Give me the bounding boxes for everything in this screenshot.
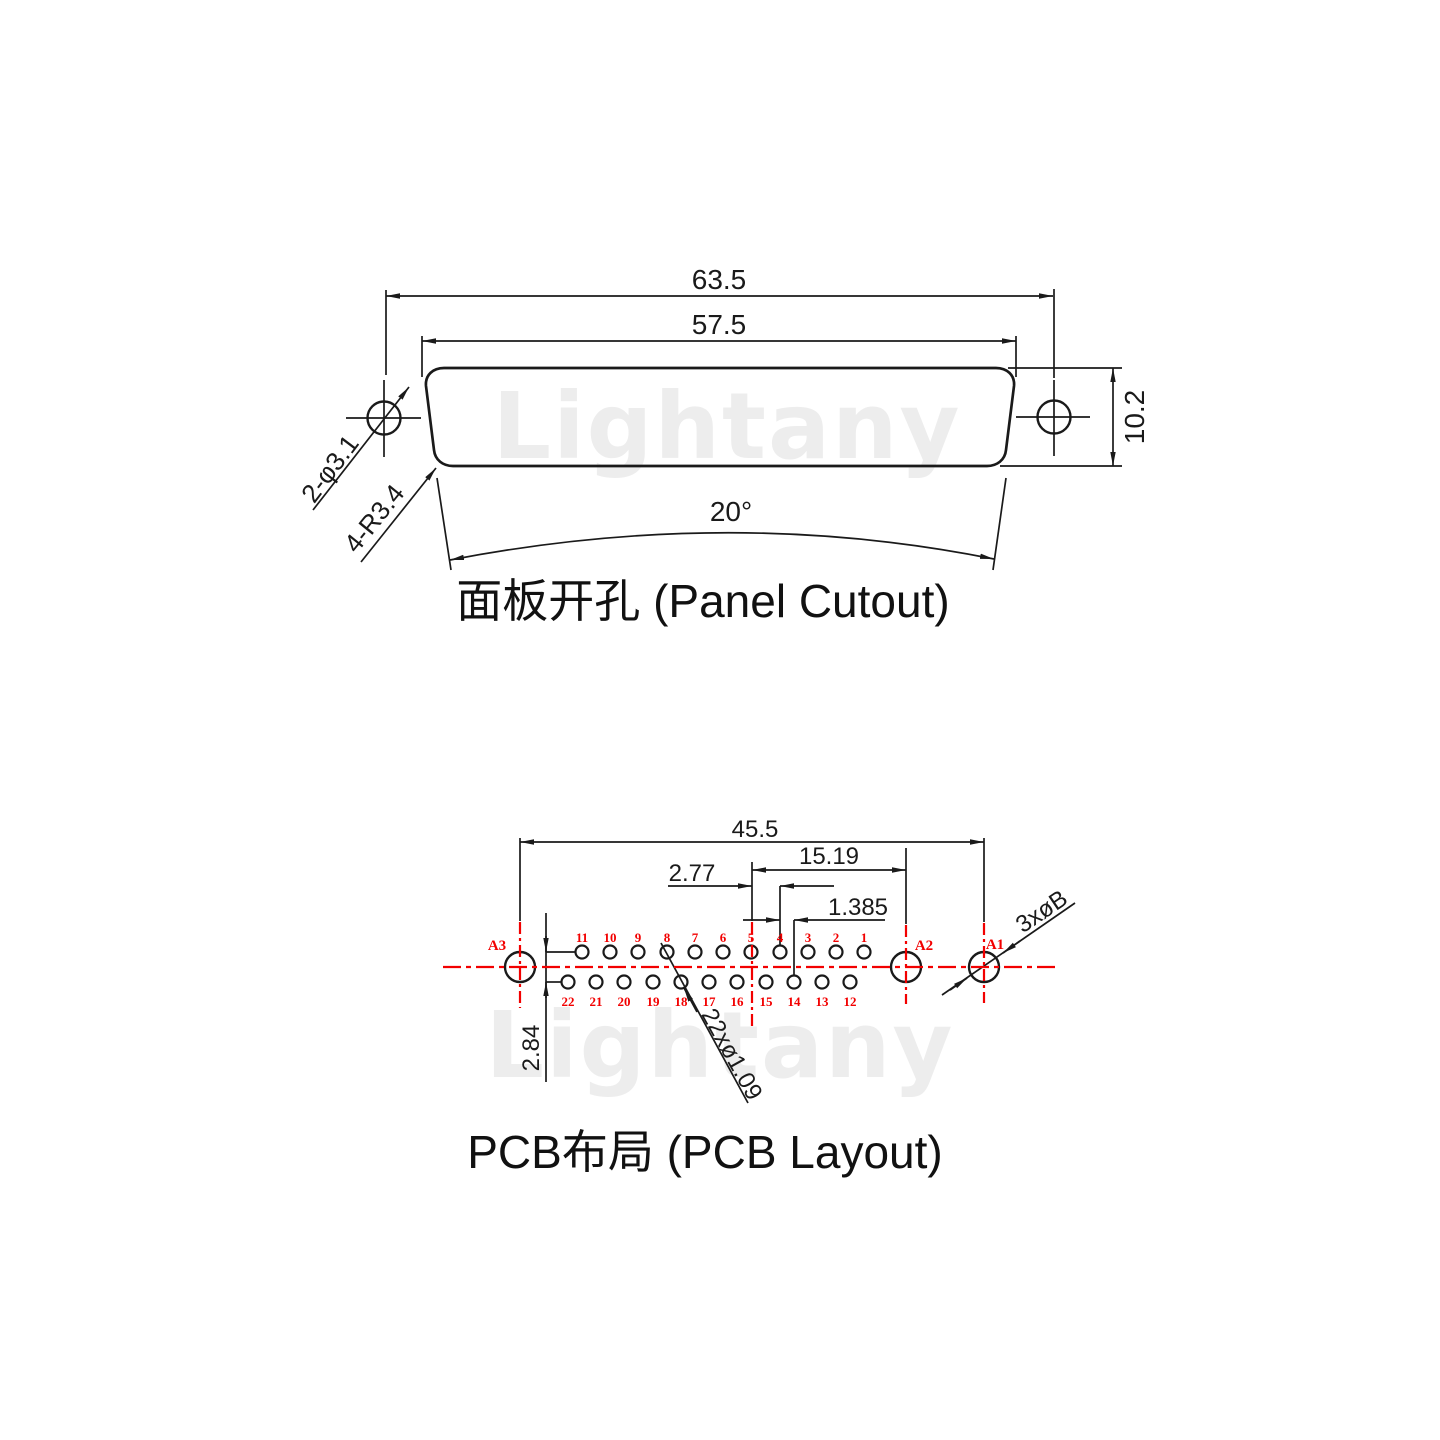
pin-number: 20 [618,994,631,1009]
leader-arrow [1002,940,1021,954]
dim-angle: 20° [710,496,752,527]
dim-width-outer: 63.5 [692,264,747,295]
pcb-layout-title: PCB布局 (PCB Layout) [467,1126,942,1178]
pin-hole [814,974,830,990]
pin-hole [842,974,858,990]
angle-dimension-arc-20 [449,531,995,561]
pin-number: 10 [604,930,617,945]
dim-height: 10.2 [1119,390,1150,445]
pin-number: 21 [590,994,603,1009]
pin-number: 5 [748,930,755,945]
pin-number: 4 [777,930,784,945]
angle-extension-line [992,477,1007,571]
label-screw-holes: 2-φ3.1 [295,429,365,508]
pin-hole [616,974,632,990]
hole-label-a3: A3 [488,938,506,954]
pin-hole [687,944,703,960]
pin-hole [800,944,816,960]
label-big-holes: 3xøB [1011,885,1073,939]
pin-hole [715,944,731,960]
pin-hole [856,944,872,960]
pin-row-top: 11 10 9 8 7 6 5 4 3 2 1 [574,930,872,960]
leader-corner-radius [360,467,437,563]
pin-number: 17 [703,994,717,1009]
pin-number: 13 [816,994,830,1009]
pin-number: 3 [805,930,812,945]
pin-number: 9 [635,930,642,945]
pin-number: 1 [861,930,868,945]
panel-cutout-title: 面板开孔 (Panel Cutout) [456,575,949,627]
pin-hole [659,944,675,960]
pin-number: 22 [562,994,575,1009]
leader-arrow [949,977,968,991]
pin-number: 2 [833,930,840,945]
pin-hole [645,974,661,990]
dim-width-slot: 57.5 [692,309,747,340]
pin-hole [772,944,788,960]
dim-a2-offset: 15.19 [799,843,859,870]
pin-hole [701,974,717,990]
leader-screw-holes [312,386,410,511]
pin-hole [786,974,802,990]
pin-number: 15 [760,994,774,1009]
dim-pin-pitch: 2.77 [669,860,716,887]
hole-label-a1: A1 [986,937,1004,953]
pin-number: 12 [844,994,857,1009]
pin-hole [560,974,576,990]
pin-number: 8 [664,930,671,945]
hole-label-a2: A2 [915,938,933,954]
pin-number: 6 [720,930,727,945]
dim-row-gap: 2.84 [518,1025,545,1072]
pin-hole [602,944,618,960]
pin-hole [630,944,646,960]
pin-hole [828,944,844,960]
panel-cutout-view: Lightany 63.5 57.5 10.2 20° 2-φ3.1 [295,264,1150,627]
pin-number: 16 [731,994,745,1009]
pin-hole [574,944,590,960]
dim-span: 45.5 [732,816,779,843]
pin-number: 18 [675,994,689,1009]
dim-row-stagger: 1.385 [828,894,888,921]
pin-number: 7 [692,930,699,945]
pin-hole [758,974,774,990]
angle-extension-line [436,477,452,571]
pin-row-bottom: 22 21 20 19 18 17 16 15 14 13 12 [560,974,858,1009]
leader-pin-holes [660,942,749,1104]
pin-hole [588,974,604,990]
pin-number: 11 [576,930,588,945]
watermark-text: Lightany [485,992,954,1099]
watermark-text: Lightany [492,373,961,480]
pin-hole [729,974,745,990]
leader-arrow [683,987,698,1013]
panel-slot-outline [424,366,1016,468]
pin-number: 14 [788,994,802,1009]
pin-number: 19 [647,994,661,1009]
